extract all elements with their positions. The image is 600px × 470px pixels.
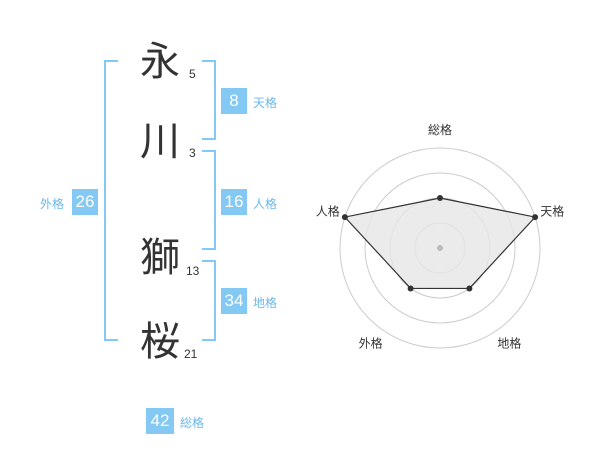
radar-point-2: [532, 214, 539, 221]
radar-point-5: [341, 214, 348, 221]
radar-point-4: [407, 285, 414, 292]
radar-polygon: [343, 197, 537, 290]
jinkaku-bracket: [202, 150, 216, 250]
chikaku-value: 34: [221, 288, 247, 314]
gaikaku-label: 外格: [40, 197, 65, 211]
stroke-count-1: 5: [189, 67, 196, 81]
tenkaku-bracket: [202, 60, 216, 140]
soukaku-value: 42: [146, 408, 174, 434]
radar-center: [437, 245, 443, 251]
jinkaku-label: 人格: [253, 197, 278, 211]
radar-ring: [364, 172, 516, 324]
radar-axis-label-2: 天格: [540, 204, 564, 219]
soukaku-label: 総格: [180, 416, 205, 430]
radar-axis-label-5: 人格: [316, 204, 340, 219]
stroke-count-2: 3: [189, 146, 196, 160]
radar-point-1: [437, 195, 443, 201]
tenkaku-value: 8: [221, 88, 247, 114]
radar-point-3: [466, 285, 473, 292]
stroke-count-3: 13: [186, 264, 200, 278]
jinkaku-value: 16: [221, 189, 247, 215]
name-char-3: 獅: [140, 235, 180, 281]
chikaku-label: 地格: [253, 296, 278, 310]
tenkaku-label: 天格: [253, 96, 278, 110]
name-char-2: 川: [140, 119, 180, 165]
radar-axis-label-3: 地格: [497, 335, 521, 350]
name-char-1: 永: [140, 39, 180, 85]
stroke-count-4: 21: [184, 347, 198, 361]
gaikaku-bracket: [104, 60, 118, 341]
name-char-4: 桜: [140, 319, 180, 365]
radar-ring: [339, 147, 541, 349]
radar-axis-label-4: 外格: [359, 335, 383, 350]
chikaku-bracket: [202, 260, 216, 341]
gaikaku-value: 26: [72, 189, 98, 215]
radar-axis-label-1: 総格: [428, 122, 452, 137]
